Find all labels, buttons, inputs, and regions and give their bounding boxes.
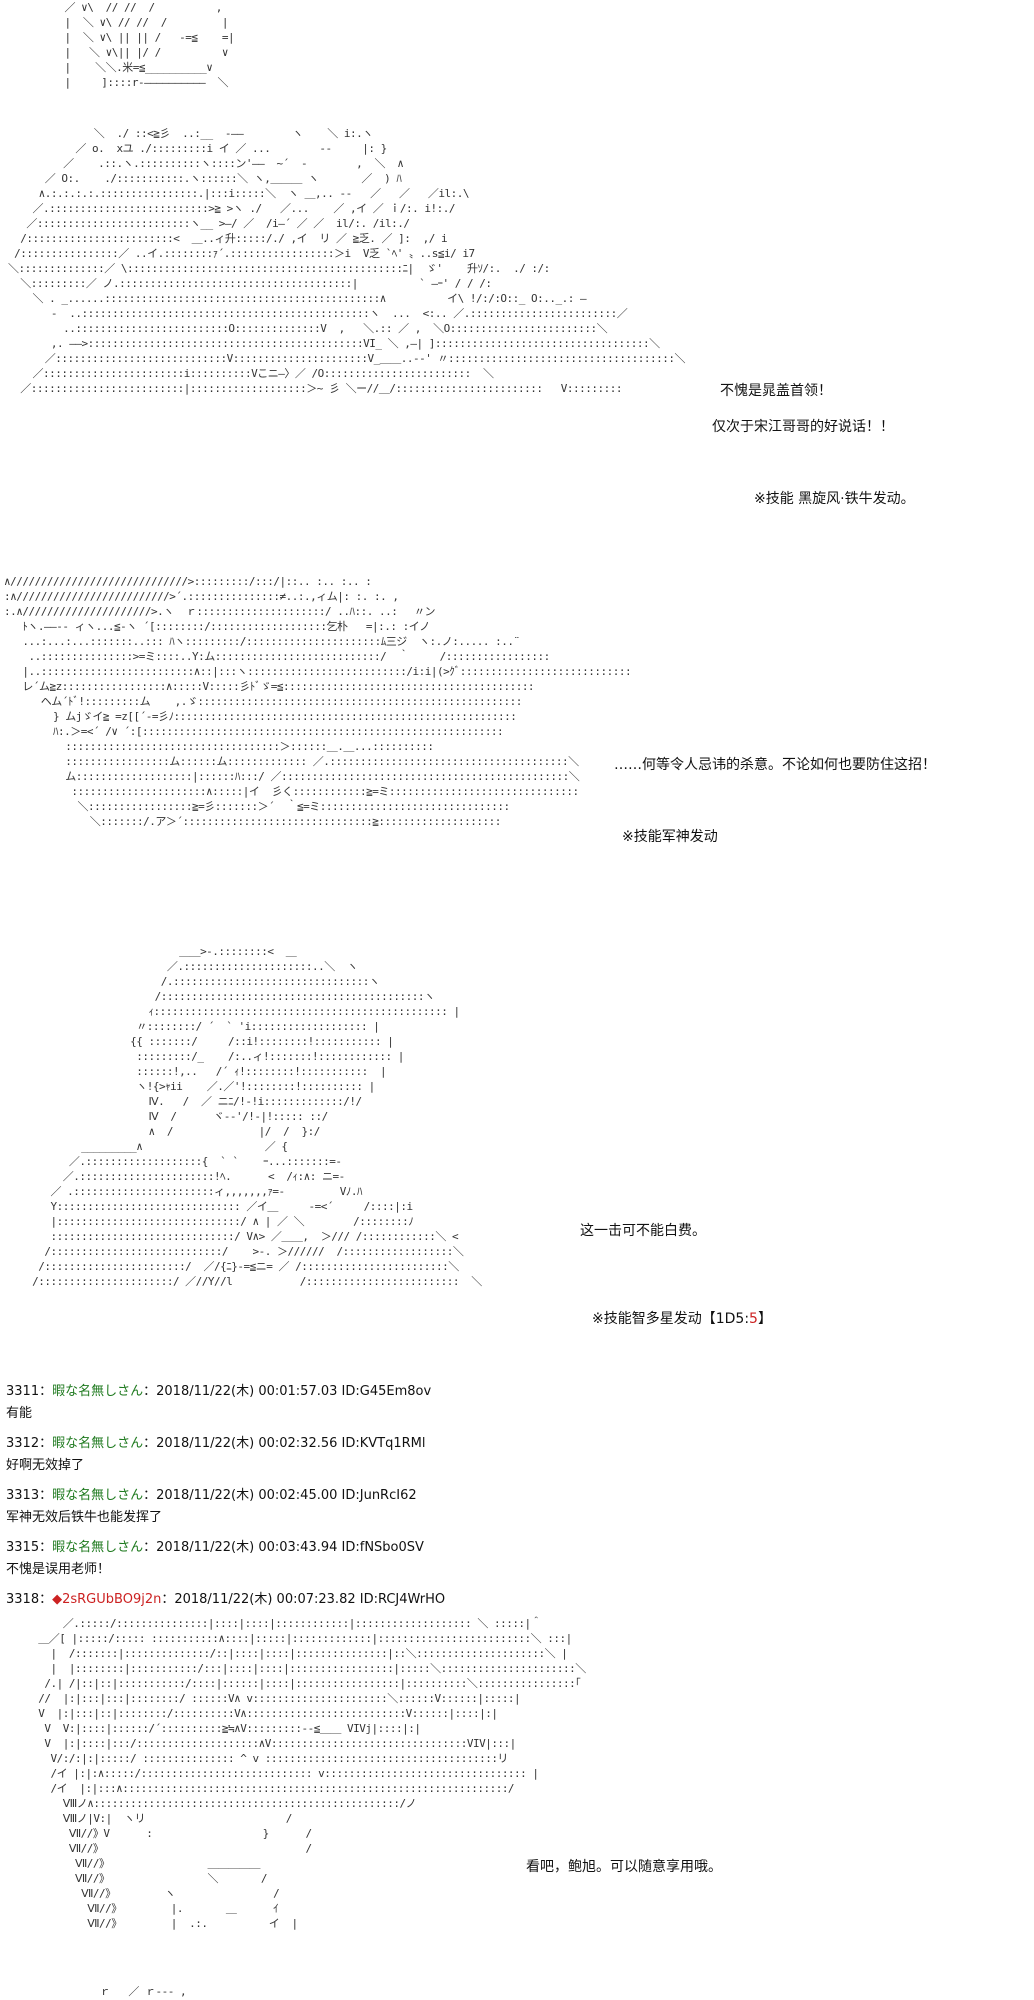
forum-post: 3318：◆2sRGUbBO9j2n：2018/11/22(木) 00:07:2… [6, 1588, 445, 1607]
forum-post: 3313：暇な名無しさん：2018/11/22(木) 00:02:45.00 I… [6, 1484, 417, 1525]
post-date-id: ：2018/11/22(木) 00:07:23.82 ID:RCJ4WrHO [161, 1592, 446, 1607]
poster-name[interactable]: 暇な名無しさん [52, 1384, 144, 1399]
post-date-id: ：2018/11/22(木) 00:01:57.03 ID:G45Em8ov [143, 1384, 432, 1399]
ascii-art-final: ／.:::::/:::::::::::::::|::::|::::|::::::… [38, 1617, 586, 1930]
post-date-id: ：2018/11/22(木) 00:02:32.56 ID:KVTq1RMl [143, 1436, 426, 1451]
post-header: 3311：暇な名無しさん：2018/11/22(木) 00:01:57.03 I… [6, 1380, 431, 1399]
dialogue-line: ……何等令人忌讳的杀意。不论如何也要防住这招！ [614, 757, 936, 773]
poster-trip[interactable]: ◆2sRGUbBO9j2n [52, 1592, 162, 1607]
dialogue-line: 这一击可不能白费。 [580, 1223, 706, 1239]
skill-note: ※技能智多星发动【1D5:5】 [592, 1308, 772, 1328]
post-header: 3315：暇な名無しさん：2018/11/22(木) 00:03:43.94 I… [6, 1536, 424, 1555]
post-body: 不愧是误用老师！ [6, 1562, 111, 1577]
ascii-art-bottom: ｒ ／ ｒ‐‐‐ , [26, 1985, 187, 1998]
post-body: 好啊无效掉了 [6, 1458, 85, 1473]
ascii-art-top: ／ ∨\ // // / , | ＼ ∨\ // // / | | ＼ ∨\ |… [64, 1, 235, 89]
poster-name[interactable]: 暇な名無しさん [52, 1540, 144, 1555]
post-separator: ： [39, 1488, 53, 1503]
poster-name[interactable]: 暇な名無しさん [52, 1436, 144, 1451]
post-separator: ： [39, 1384, 53, 1399]
post-separator: ： [39, 1592, 53, 1607]
post-number: 3311 [6, 1384, 40, 1399]
skill-note: ※技能 黑旋风·铁牛发动。 [754, 491, 915, 507]
dialogue-line: 不愧是晁盖首领！ [720, 383, 832, 399]
post-separator: ： [39, 1540, 53, 1555]
dialogue-line: 仅次于宋江哥哥的好说话！！ [712, 419, 894, 435]
dice-result: 5 [749, 1311, 758, 1327]
post-separator: ： [39, 1436, 53, 1451]
post-number: 3313 [6, 1488, 40, 1503]
ascii-art-block-2: ＼ ./ ::<≧彡 ..:__ -―― ヽ ＼ i:.ヽ ／ o. xユ ./… [8, 127, 686, 395]
ascii-art-block-3: ∧/////////////////////////////>:::::::::… [4, 575, 632, 828]
post-header: 3313：暇な名無しさん：2018/11/22(木) 00:02:45.00 I… [6, 1484, 417, 1503]
post-date-id: ：2018/11/22(木) 00:02:45.00 ID:JunRcI62 [143, 1488, 417, 1503]
forum-post: 3311：暇な名無しさん：2018/11/22(木) 00:01:57.03 I… [6, 1380, 431, 1421]
post-number: 3315 [6, 1540, 40, 1555]
poster-name[interactable]: 暇な名無しさん [52, 1488, 144, 1503]
post-header: 3318：◆2sRGUbBO9j2n：2018/11/22(木) 00:07:2… [6, 1588, 445, 1607]
ascii-art-block-4: ＿＿>‐.::::::::< ＿ ／.:::::::::::::::::::::… [32, 945, 482, 1288]
skill-note-tail: 】 [757, 1311, 772, 1327]
post-header: 3312：暇な名無しさん：2018/11/22(木) 00:02:32.56 I… [6, 1432, 426, 1451]
forum-post: 3312：暇な名無しさん：2018/11/22(木) 00:02:32.56 I… [6, 1432, 426, 1473]
post-number: 3312 [6, 1436, 40, 1451]
dialogue-line: 看吧，鲍旭。可以随意享用哦。 [526, 1859, 722, 1875]
skill-note-text: ※技能智多星发动【1D5: [592, 1311, 750, 1327]
forum-post: 3315：暇な名無しさん：2018/11/22(木) 00:03:43.94 I… [6, 1536, 424, 1577]
post-number: 3318 [6, 1592, 40, 1607]
post-body: 有能 [6, 1406, 33, 1421]
skill-note: ※技能军神发动 [622, 829, 718, 845]
post-date-id: ：2018/11/22(木) 00:03:43.94 ID:fNSbo0SV [143, 1540, 424, 1555]
post-body: 军神无效后铁牛也能发挥了 [6, 1510, 163, 1525]
